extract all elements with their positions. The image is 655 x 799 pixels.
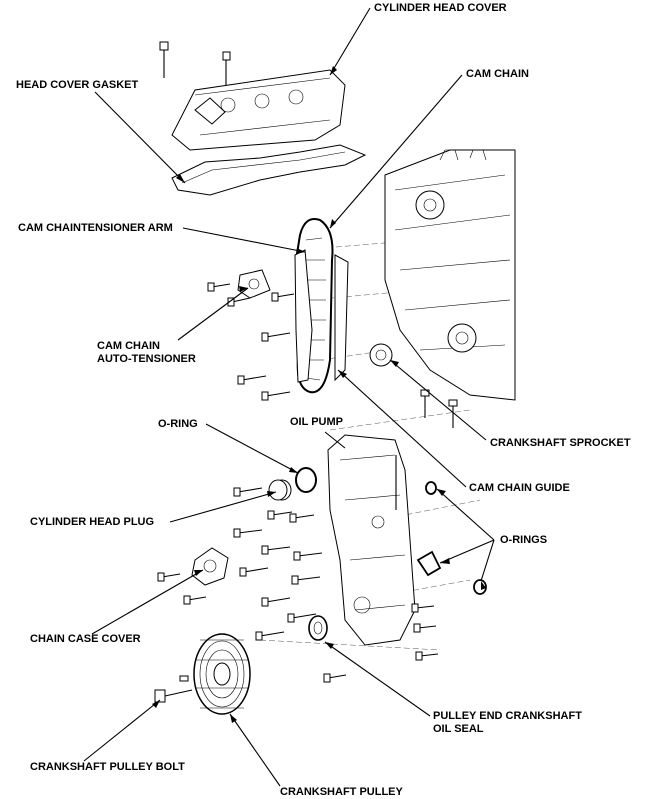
label-cylinder-head-cover: CYLINDER HEAD COVER xyxy=(374,2,507,14)
crankshaft-pulley xyxy=(193,633,251,715)
head-cover-gasket xyxy=(171,144,367,196)
label-crankshaft-pulley-bolt: CRANKSHAFT PULLEY BOLT xyxy=(30,761,185,773)
label-cam-chain-auto-tensioner: CAM CHAIN AUTO-TENSIONER xyxy=(97,340,196,366)
head-cover-bolts xyxy=(159,41,231,85)
oil-pump-chain-case xyxy=(327,434,416,646)
label-o-rings: O-RINGS xyxy=(500,534,548,546)
label-crankshaft-sprocket: CRANKSHAFT SPROCKET xyxy=(490,437,631,449)
engine-lower-bolts xyxy=(420,389,458,428)
label-o-ring: O-RING xyxy=(158,418,198,430)
label-chain-case-cover: CHAIN CASE COVER xyxy=(30,633,141,645)
label-pulley-end-oil-seal-line1: PULLEY END CRANKSHAFT xyxy=(433,710,582,722)
chain-case-cover xyxy=(191,547,229,586)
label-pulley-end-oil-seal-line2: OIL SEAL xyxy=(433,723,484,735)
engine-block xyxy=(384,149,516,401)
crankshaft-sprocket xyxy=(369,343,393,367)
label-cam-chain-tensioner-arm: CAM CHAINTENSIONER ARM xyxy=(18,222,173,234)
auto-tensioner xyxy=(237,269,271,299)
label-head-cover-gasket: HEAD COVER GASKET xyxy=(16,79,139,91)
label-oil-pump: OIL PUMP xyxy=(290,416,343,428)
cylinder-head-plug xyxy=(268,479,292,501)
label-crankshaft-pulley: CRANKSHAFT PULLEY xyxy=(280,786,403,798)
label-cylinder-head-plug: CYLINDER HEAD PLUG xyxy=(30,516,155,528)
chain-case-bolts xyxy=(157,487,439,683)
cam-chain-guide xyxy=(334,254,349,382)
tensioner-bolts xyxy=(207,282,295,401)
label-pulley-end-crankshaft-oil-seal: PULLEY END CRANKSHAFT OIL SEAL xyxy=(433,710,582,736)
pulley-end-oil-seal xyxy=(308,615,328,641)
o-ring-upper xyxy=(295,467,317,493)
label-cam-chain-auto-tensioner-line1: CAM CHAIN xyxy=(97,340,160,352)
crankshaft-pulley-bolt xyxy=(154,675,193,703)
cylinder-head-cover xyxy=(171,69,346,151)
label-cam-chain-auto-tensioner-line2: AUTO-TENSIONER xyxy=(97,353,196,365)
label-cam-chain: CAM CHAIN xyxy=(466,68,529,80)
tensioner-arm xyxy=(294,249,313,383)
arrowheads xyxy=(152,66,486,723)
leader-lines xyxy=(83,7,495,787)
o-rings-right xyxy=(416,481,487,595)
label-cam-chain-guide: CAM CHAIN GUIDE xyxy=(469,482,570,494)
